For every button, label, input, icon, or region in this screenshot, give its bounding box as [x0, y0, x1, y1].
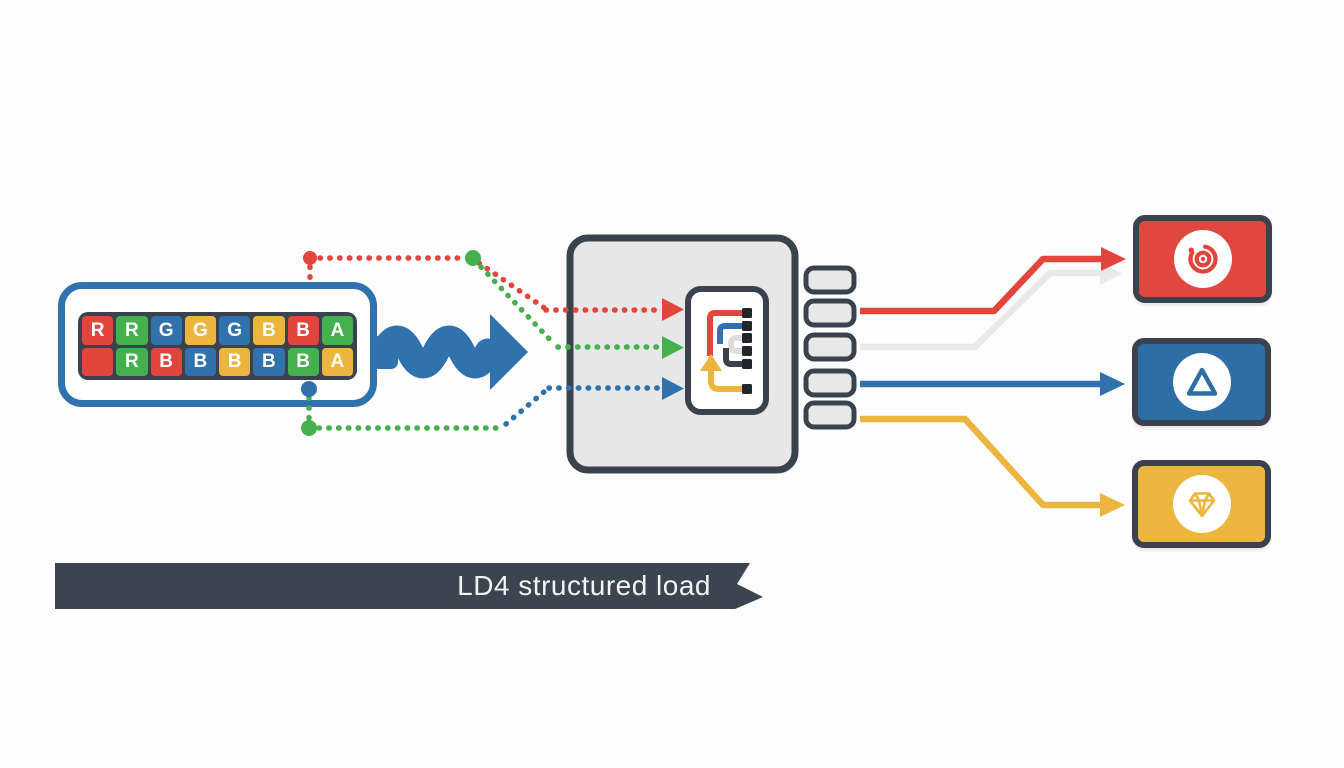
pixel-cell: G [219, 316, 251, 345]
yellow-output-arrowhead-icon [1100, 493, 1125, 517]
pixel-cell: R [116, 316, 148, 345]
pixel-cell: G [150, 316, 182, 345]
shadow-output-line [860, 269, 1100, 351]
green-junction-dot-top [465, 250, 481, 266]
chip-blue-trace [717, 323, 742, 344]
green-junction-dot-bottom [301, 420, 317, 436]
chip-red-trace [707, 310, 742, 356]
chip-up-arrow-icon [700, 354, 722, 371]
green-channel-arrowhead-icon [662, 336, 684, 359]
pixel-cell: R [82, 316, 114, 345]
pixel-cell: B [253, 316, 285, 345]
spiral-target-icon [1173, 230, 1232, 288]
pixel-cell: B [287, 347, 319, 376]
pixel-cell: B [219, 347, 251, 376]
pixel-cell: B [287, 316, 319, 345]
pixel-grid: R R G G G B B A R B B B B B A [78, 312, 357, 380]
blue-channel-arrowhead-icon [662, 377, 684, 400]
pixel-cell: B [184, 347, 216, 376]
target-output-box [1133, 215, 1272, 303]
pixel-cell: A [321, 316, 353, 345]
processor-box [566, 234, 799, 474]
yellow-output-line [860, 415, 1100, 509]
chip-terminals [742, 308, 752, 394]
output-pins [803, 265, 857, 430]
blue-channel-dotted-line [503, 385, 661, 427]
red-output-line [860, 255, 1102, 315]
shadow-output-arrowhead-icon [1100, 262, 1122, 285]
pixel-cell: B [253, 347, 285, 376]
chip-dark-trace [723, 348, 742, 367]
pixel-cell: G [184, 316, 216, 345]
chip-gray-trace [728, 335, 742, 354]
red-channel-arrowhead-icon [662, 298, 684, 321]
red-junction-dot [303, 251, 317, 265]
pixel-cell: B [150, 347, 182, 376]
diamond-gem-icon [1172, 475, 1231, 533]
pixel-cell: R [116, 347, 148, 376]
blue-output-arrowhead-icon [1100, 372, 1125, 396]
pixel-cell: A [321, 347, 353, 376]
pixel-cell [82, 347, 114, 376]
wavy-transfer-arrow [370, 314, 528, 390]
triangle-output-box [1132, 338, 1271, 426]
triangle-icon [1172, 353, 1231, 411]
gem-output-box [1132, 460, 1271, 548]
chip-icon [685, 286, 769, 415]
chip-yellow-trace [708, 368, 742, 392]
red-output-arrowhead-icon [1101, 247, 1126, 271]
banner-ribbon: LD4 structured load [55, 563, 763, 609]
